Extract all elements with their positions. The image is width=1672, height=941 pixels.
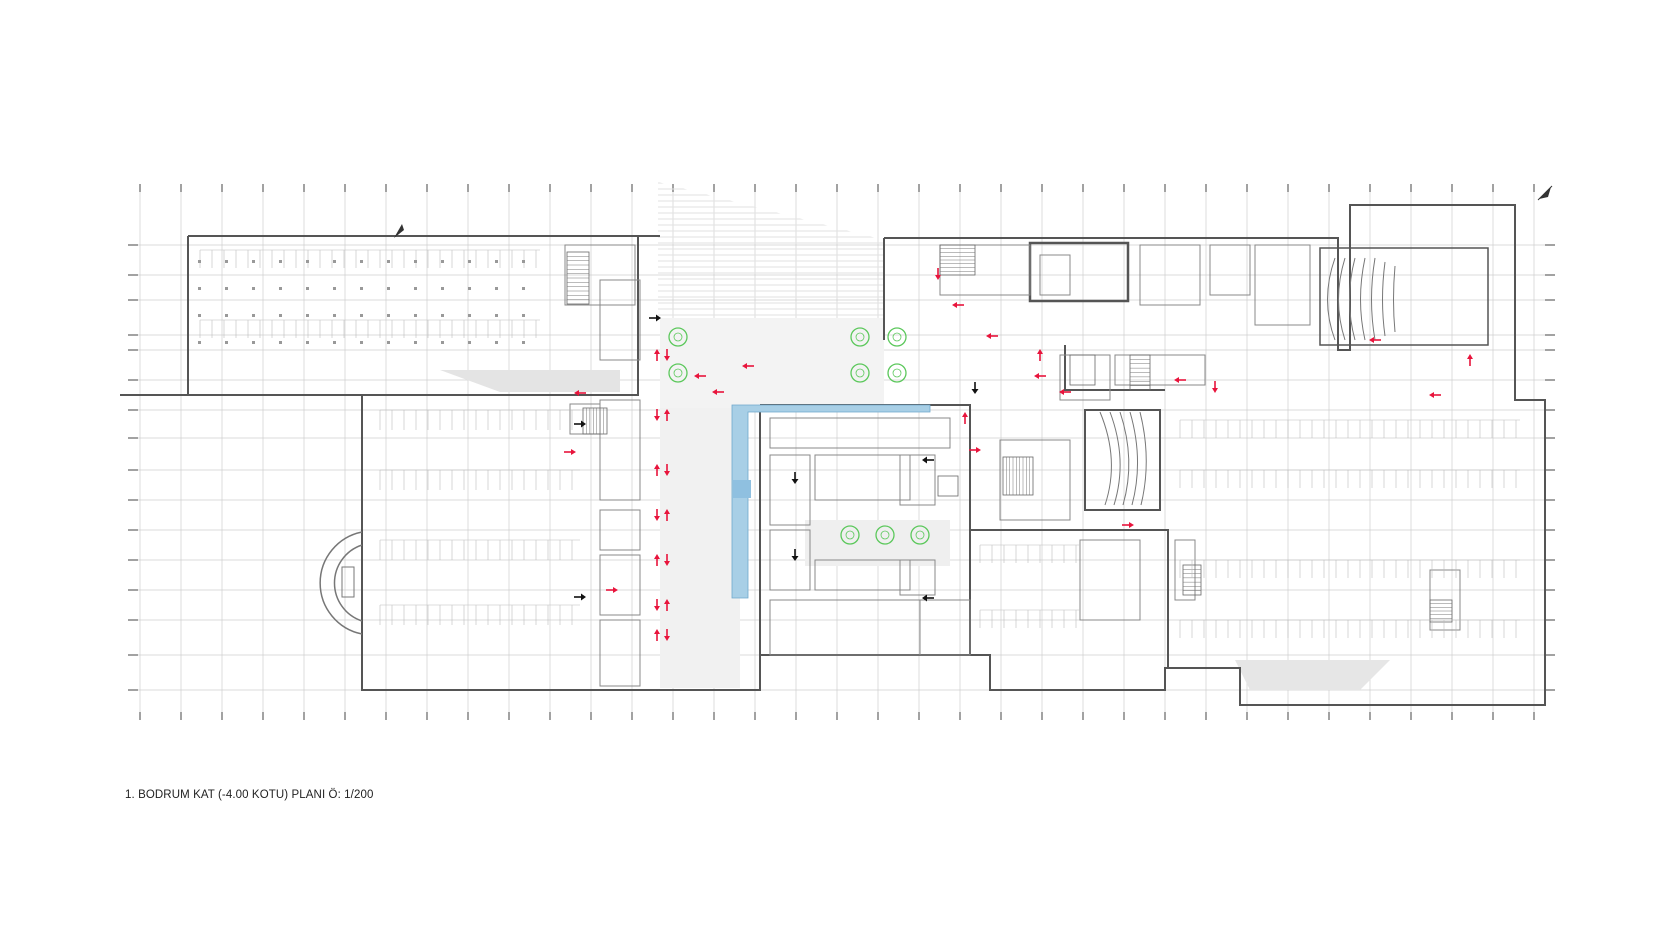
tree-symbol-icon [668,327,688,347]
tree-symbols [668,327,930,545]
red-flow-arrow-icon [606,587,618,593]
lecture-hall-seating [1099,411,1147,506]
black-entry-arrow-icon [922,456,934,464]
red-flow-arrow-icon [664,554,670,566]
spiral-ramp [319,531,363,635]
red-flow-arrow-icon [664,349,670,361]
section-marker-icon [394,224,404,238]
red-flow-arrow-icon [664,464,670,476]
red-flow-arrow-icon [1034,373,1046,379]
tree-symbol-icon [668,363,688,383]
red-flow-arrow-icon [654,554,660,566]
red-flow-arrow-icon [1174,377,1186,383]
red-flow-arrow-icon [1467,354,1473,366]
red-flow-arrow-icon [986,333,998,339]
interior-partitions [564,244,1461,687]
auditorium-seating [1327,257,1396,341]
red-flow-arrow-icon [654,599,660,611]
red-flow-arrow-icon [1212,381,1218,393]
red-flow-arrow-icon [712,389,724,395]
black-entry-arrow-icon [791,549,799,561]
tree-symbol-icon [850,327,870,347]
red-flow-arrow-icon [742,363,754,369]
black-entry-arrow-icon [574,593,586,601]
tree-symbol-icon [887,327,907,347]
black-entry-arrow-icon [922,594,934,602]
red-flow-arrow-icon [935,268,941,280]
red-flow-arrow-icon [952,302,964,308]
parking-stalls [198,249,1520,638]
red-flow-arrow-icon [654,629,660,641]
red-flow-arrow-icon [654,509,660,521]
black-entry-arrow-icon [649,314,661,322]
tree-symbol-icon [850,363,870,383]
tree-symbol-icon [910,525,930,545]
tree-symbol-icon [887,363,907,383]
tree-symbol-icon [875,525,895,545]
red-flow-arrow-icon [664,629,670,641]
black-entry-arrow-icon [791,472,799,484]
red-flow-arrow-icon [962,412,968,424]
red-flow-arrow-icon [654,464,660,476]
tree-symbol-icon [840,525,860,545]
black-entry-arrow-icon [574,420,586,428]
plan-caption: 1. BODRUM KAT (-4.00 KOTU) PLANI Ö: 1/20… [125,789,374,801]
red-flow-arrow-icon [654,349,660,361]
outer-walls [120,204,1546,706]
red-flow-arrow-icon [1059,389,1071,395]
red-flow-arrows [564,268,1473,641]
red-flow-arrow-icon [1122,522,1134,528]
stair-treads [567,248,1452,619]
red-flow-arrow-icon [574,390,586,396]
hatched-surfaces [440,182,1390,690]
red-flow-arrow-icon [664,599,670,611]
red-flow-arrow-icon [694,373,706,379]
red-flow-arrow-icon [654,409,660,421]
red-flow-arrow-icon [1429,392,1441,398]
red-flow-arrow-icon [1369,337,1381,343]
black-entry-arrows [574,314,979,602]
black-entry-arrow-icon [971,382,979,394]
red-flow-arrow-icon [969,447,981,453]
red-flow-arrow-icon [664,409,670,421]
red-flow-arrow-icon [564,449,576,455]
red-flow-arrow-icon [664,509,670,521]
north-arrow-icon [1537,185,1553,201]
highlighted-corridor [731,404,931,599]
red-flow-arrow-icon [1037,349,1043,361]
